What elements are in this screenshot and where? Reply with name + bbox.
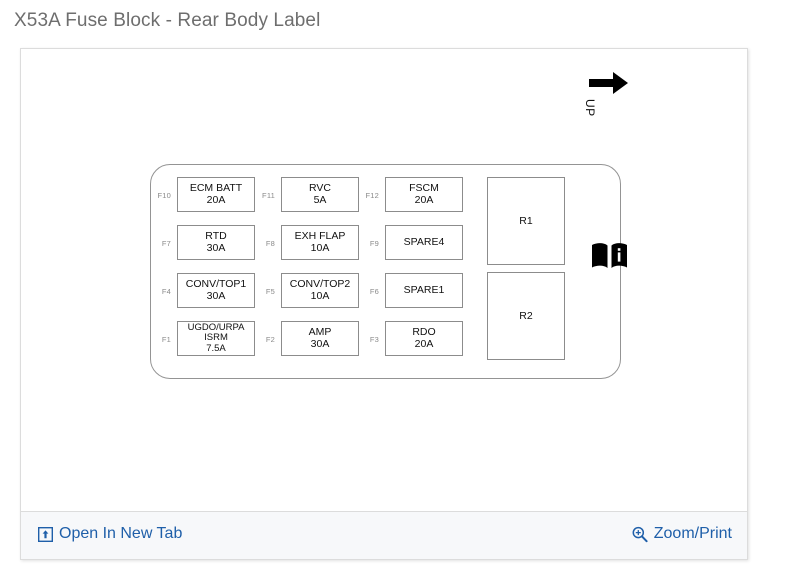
fuse-slot-text-line: SPARE4	[403, 235, 445, 248]
fuse-pin-label-f10: F10	[157, 191, 171, 200]
fuse-slot-text-line: 20A	[414, 193, 434, 206]
fuse-slot-text-line: AMP	[308, 326, 332, 338]
fuse-pin-label-f8: F8	[265, 239, 275, 248]
right-arrow-icon	[589, 71, 629, 100]
external-window-icon	[38, 526, 53, 542]
fuse-pin-label-f1: F1	[161, 335, 171, 344]
fuse-pin-label-f5: F5	[265, 287, 275, 296]
fuse-pin-label-f9: F9	[369, 239, 379, 248]
orientation-label: UP	[583, 99, 597, 117]
fuse-pin-label-f12: F12	[365, 191, 379, 200]
fuse-slot-text-line: 30A	[206, 241, 226, 254]
card-footer: Open In New Tab Zoom/Print	[21, 511, 747, 559]
fuse-pin-label-f6: F6	[369, 287, 379, 296]
magnifier-plus-icon	[631, 526, 648, 543]
relay-slot-label: R1	[519, 215, 533, 227]
fuse-slot-text-line: 20A	[414, 337, 434, 350]
fuse-pin-label-f3: F3	[369, 335, 379, 344]
fuse-slot-text-line: SPARE1	[403, 283, 445, 296]
fuse-slot-text-line: 5A	[313, 193, 327, 206]
fuse-slot-text-line: RVC	[309, 182, 331, 194]
fuse-slot-text-line: 30A	[206, 289, 226, 302]
orientation-marker: UP	[583, 71, 633, 141]
relay-slot-r2[interactable]: R2	[487, 272, 565, 360]
page-title: X53A Fuse Block - Rear Body Label	[14, 10, 321, 31]
fuse-slot-text-line: RDO	[412, 326, 436, 338]
fuse-slot-text-line: EXH FLAP	[294, 230, 346, 242]
fuse-slot-text-line: 10A	[310, 241, 330, 254]
fuse-slot-text-line: UGDO/URPA	[187, 321, 245, 333]
fuse-slot-text-line: CONV/TOP2	[289, 278, 351, 290]
fuse-pin-label-f11: F11	[262, 191, 275, 200]
fuse-slot-text-line: CONV/TOP1	[185, 278, 247, 290]
fuse-pin-label-f4: F4	[161, 287, 171, 296]
zoom-print-link[interactable]: Zoom/Print	[631, 525, 732, 543]
fuse-pin-label-f2: F2	[265, 335, 275, 344]
fuse-slot-text-line: ECM BATT	[189, 182, 243, 194]
fuse-slot-text-line: FSCM	[409, 182, 439, 194]
fuse-slot-f6[interactable]: SPARE1	[385, 273, 463, 308]
fuse-slot-text-line: 20A	[206, 193, 226, 206]
fuse-slot-text-line: 10A	[310, 289, 330, 302]
fuse-pin-label-f7: F7	[161, 239, 171, 248]
fuse-slot-text-line: 30A	[310, 337, 330, 350]
relay-slot-r1[interactable]: R1	[487, 177, 565, 265]
fuse-slot-f9[interactable]: SPARE4	[385, 225, 463, 260]
fuse-slot-text-line: RTD	[205, 230, 227, 242]
zoom-print-label: Zoom/Print	[653, 525, 732, 542]
open-book-info-icon	[591, 242, 628, 276]
fuse-slot-text-line: ISRM	[204, 332, 228, 344]
fuse-slot-text-line: 7.5A	[206, 342, 226, 354]
relay-slot-label: R2	[519, 310, 533, 322]
open-in-new-tab-link[interactable]: Open In New Tab	[38, 525, 182, 543]
open-in-new-tab-label: Open In New Tab	[59, 525, 183, 542]
